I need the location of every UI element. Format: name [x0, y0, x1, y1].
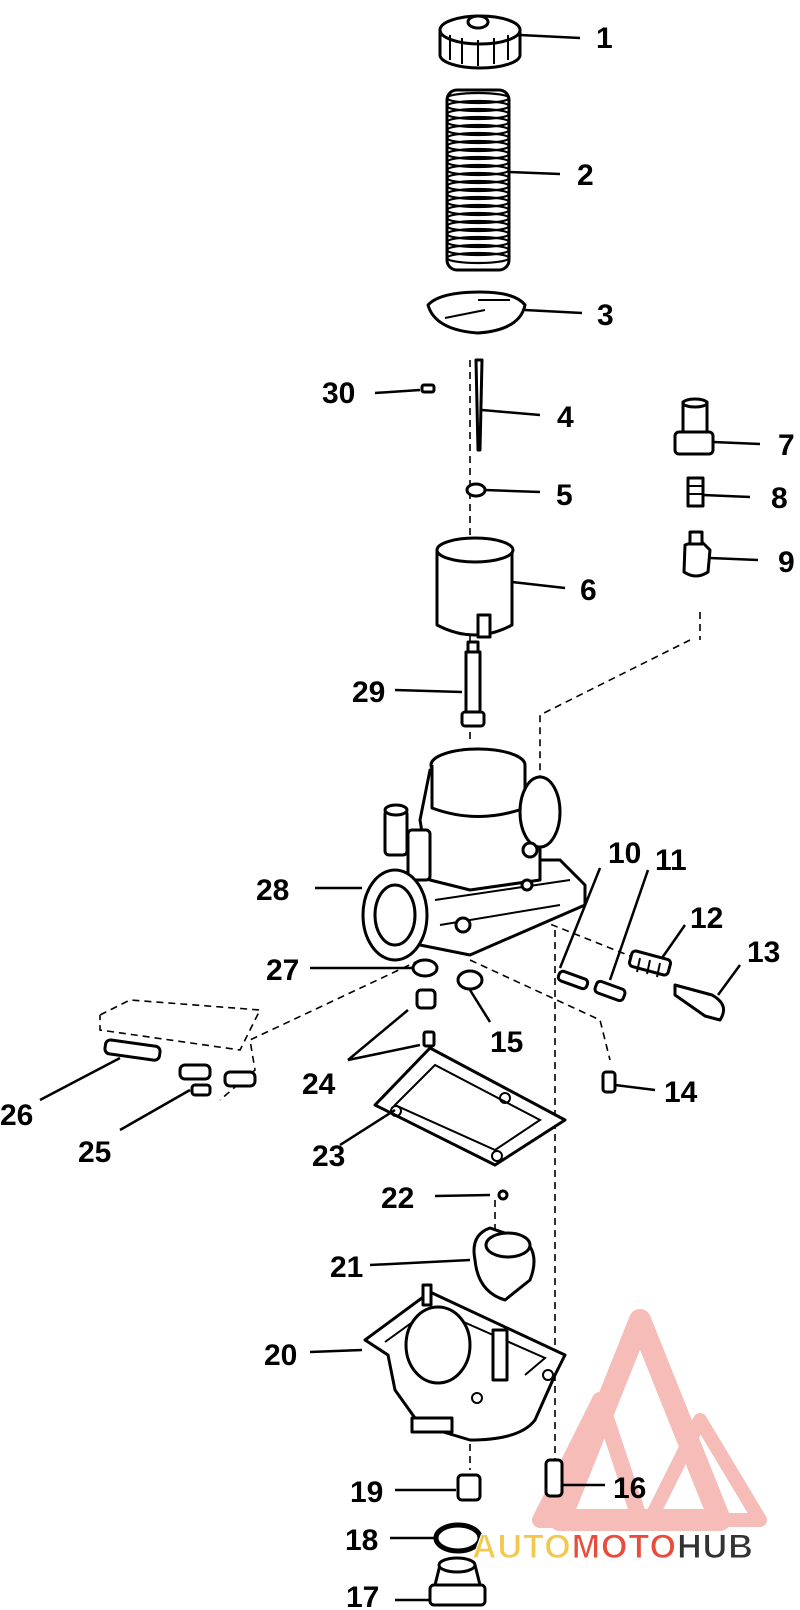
callout-26: 26: [0, 1099, 33, 1132]
callout-9: 9: [778, 546, 795, 579]
spring-coil: [445, 195, 511, 209]
part-jet-needle: [474, 358, 484, 452]
part-spring: [445, 88, 511, 272]
watermark-auto: AUTO: [472, 1528, 572, 1566]
part-drain-plug-17: [428, 1556, 487, 1607]
part-retainer-plate: [426, 290, 527, 335]
part-jet-19: [456, 1473, 482, 1502]
callout-5: 5: [556, 479, 573, 512]
part-screw-14: [601, 1070, 617, 1094]
spring-coil: [445, 187, 511, 201]
callout-22: 22: [381, 1182, 414, 1215]
spring-coil: [445, 243, 511, 257]
spring-coil: [445, 179, 511, 193]
callout-29: 29: [352, 676, 385, 709]
part-tube-26: [103, 1038, 162, 1062]
spring-coil: [445, 147, 511, 161]
callout-4: 4: [557, 401, 574, 434]
callout-21: 21: [330, 1251, 363, 1284]
svg-text:AUTOMOTOHUB: AUTOMOTOHUB: [472, 1528, 754, 1566]
spring-coil: [445, 171, 511, 185]
callout-19: 19: [350, 1476, 383, 1509]
part-float: [472, 1226, 536, 1302]
part-pin-22: [497, 1189, 509, 1201]
part-carburetor-body: [361, 747, 587, 962]
callout-16: 16: [613, 1472, 646, 1505]
leader-lines: [39, 33, 761, 1602]
spring-coil: [445, 139, 511, 153]
part-o-ring-18: [433, 1522, 483, 1554]
callout-25: 25: [78, 1136, 111, 1169]
part-adjuster-spring: [686, 476, 705, 508]
watermark-text: AUTOMOTOHUB: [472, 1528, 754, 1567]
part-plug-15: [456, 969, 484, 991]
spring-coil: [445, 107, 511, 121]
callout-7: 7: [778, 429, 795, 462]
part-drain-screw-16: [544, 1458, 564, 1498]
spring-coil: [445, 99, 511, 113]
spring-coil: [445, 251, 511, 265]
part-cap: [438, 14, 522, 70]
part-tube-25: [178, 1063, 257, 1097]
callout-15: 15: [490, 1026, 523, 1059]
watermark-moto: MOTO: [572, 1528, 677, 1566]
spring-coil: [445, 131, 511, 145]
callout-1: 1: [596, 22, 613, 55]
spring-coil: [445, 235, 511, 249]
watermark-logo-icon: [532, 1309, 767, 1531]
callout-labels: 1 2 3 30 4 5 6 7 8 9 29 10 11 12 13 28 2…: [0, 22, 795, 1610]
callout-28: 28: [256, 874, 289, 907]
part-adjuster-nut: [673, 397, 715, 456]
callout-24: 24: [302, 1068, 336, 1101]
spring-coil: [445, 219, 511, 233]
part-pilot-screw-11: [593, 979, 627, 1003]
spring-coil: [445, 227, 511, 241]
spring-coil: [445, 211, 511, 225]
part-spring-12: [628, 949, 672, 978]
spring-coil: [445, 115, 511, 129]
part-spring-10: [556, 969, 590, 991]
callout-12: 12: [690, 902, 723, 935]
callout-18: 18: [345, 1524, 378, 1557]
part-float-bowl: [363, 1283, 567, 1442]
part-adjuster-screw: [682, 530, 712, 578]
callout-20: 20: [264, 1339, 297, 1372]
callout-30: 30: [322, 377, 355, 410]
callout-8: 8: [771, 482, 788, 515]
part-jet-fitting-27: [411, 958, 439, 978]
part-clip: [420, 383, 436, 394]
callout-17: 17: [346, 1581, 379, 1610]
callout-3: 3: [597, 299, 614, 332]
spring-coil: [445, 91, 511, 105]
callout-2: 2: [577, 159, 594, 192]
spring-coil: [445, 155, 511, 169]
part-washer: [465, 482, 487, 498]
spring-coil: [445, 123, 511, 137]
callout-14: 14: [664, 1076, 698, 1109]
spring-coil: [445, 203, 511, 217]
callout-10: 10: [608, 837, 641, 870]
part-needle-jet: [460, 640, 486, 728]
spring-coil: [445, 163, 511, 177]
part-main-jet-24: [415, 988, 437, 1048]
part-throttle-valve: [435, 536, 515, 639]
callout-13: 13: [747, 936, 780, 969]
watermark-hub: HUB: [677, 1528, 754, 1566]
part-idle-screw-13: [673, 983, 726, 1022]
callout-6: 6: [580, 574, 597, 607]
callout-11: 11: [655, 844, 687, 877]
part-gasket: [373, 1046, 567, 1167]
callout-23: 23: [312, 1140, 345, 1173]
callout-27: 27: [266, 954, 299, 987]
